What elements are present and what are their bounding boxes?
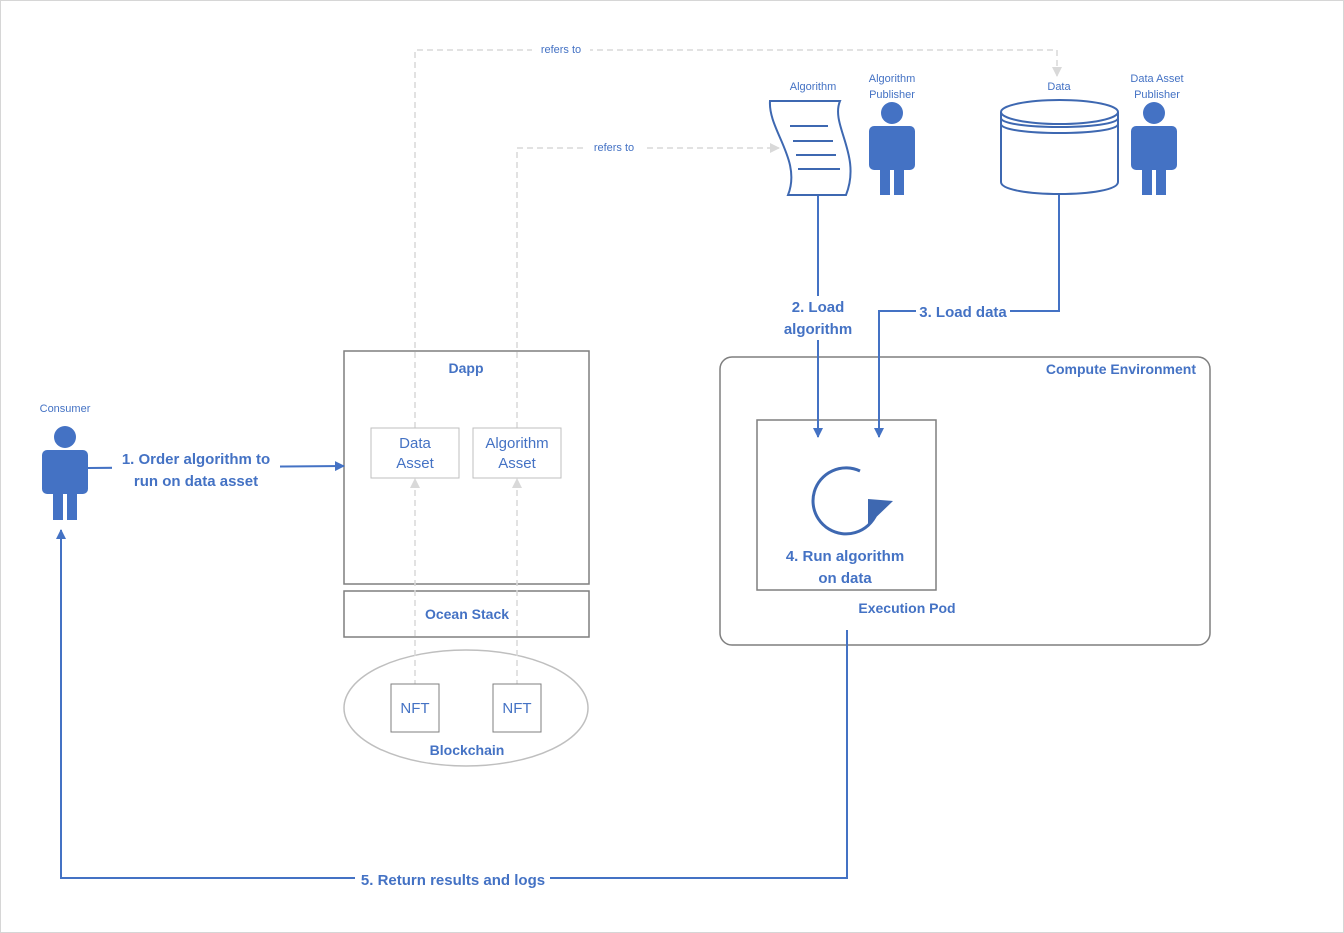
compute-environment-label: Compute Environment (1046, 361, 1196, 377)
dashed-data-asset-refers-to-data (414, 49, 1062, 428)
nft-box-1 (390, 683, 440, 733)
nft-label-2: NFT (502, 700, 531, 717)
label-bg-refers-top (532, 43, 590, 57)
data-asset-label-line1: Data (399, 435, 431, 452)
label-bg-step5 (355, 869, 550, 889)
data-asset-publisher-person-icon (1131, 102, 1177, 195)
label-bg-step2 (776, 296, 860, 340)
refers-to-label-top: refers to (541, 44, 581, 56)
blockchain-ellipse (343, 649, 589, 767)
label-bg-refers-mid (585, 141, 643, 155)
data-asset-publisher-label-line1: Data Asset (1130, 73, 1183, 85)
step4-label-line2: on data (818, 570, 872, 587)
algorithm-publisher-person-icon (869, 102, 915, 195)
consumer-person-icon (42, 426, 88, 520)
algorithm-asset-box (472, 427, 562, 479)
dapp-title: Dapp (449, 360, 484, 376)
consumer-label: Consumer (40, 403, 91, 415)
algorithm-document-icon (768, 100, 852, 196)
label-bg-step1 (112, 450, 280, 492)
algorithm-label: Algorithm (790, 81, 836, 93)
ocean-stack-label: Ocean Stack (425, 606, 509, 622)
data-label: Data (1047, 81, 1071, 93)
blockchain-label: Blockchain (430, 742, 505, 758)
step2-label-line1: 2. Load (792, 299, 845, 316)
nft-box-2 (492, 683, 542, 733)
step2-label-line2: algorithm (784, 321, 852, 338)
data-asset-publisher-label-line2: Publisher (1134, 89, 1180, 101)
dashed-algorithm-asset-refers-to-algorithm (516, 143, 780, 428)
step4-label-line1: 4. Run algorithm (786, 548, 904, 565)
dashed-arrowhead-algorithm-asset (512, 478, 522, 488)
refers-to-label-mid: refers to (594, 142, 634, 154)
data-asset-box (370, 427, 460, 479)
nft-label-1: NFT (400, 700, 429, 717)
data-database-icon (1000, 99, 1119, 195)
algorithm-asset-label-line1: Algorithm (485, 435, 548, 452)
ocean-stack-box (343, 590, 590, 638)
algorithm-publisher-label-line2: Publisher (869, 89, 915, 101)
label-bg-step3 (916, 302, 1010, 322)
execution-pod-box (756, 419, 937, 591)
run-cycle-icon (811, 466, 893, 536)
data-asset-label-line2: Asset (396, 455, 434, 472)
step5-label: 5. Return results and logs (361, 872, 545, 889)
algorithm-asset-label-line2: Asset (498, 455, 536, 472)
step1-label-line1: 1. Order algorithm to (122, 451, 270, 468)
algorithm-publisher-label-line1: Algorithm (869, 73, 915, 85)
step1-label-line2: run on data asset (134, 473, 258, 490)
execution-pod-label: Execution Pod (858, 600, 955, 616)
step3-label: 3. Load data (919, 304, 1007, 321)
dashed-arrowhead-data-asset (410, 478, 420, 488)
